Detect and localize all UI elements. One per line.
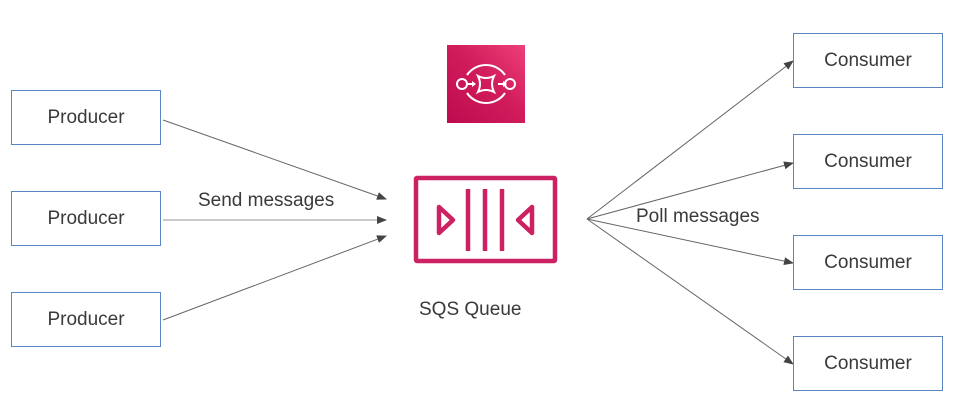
poll-messages-label: Poll messages [636,206,760,227]
consumer-label: Consumer [824,251,912,273]
sqs-queue-icon [413,175,558,265]
producer-box: Producer [11,292,161,347]
producer-label: Producer [47,207,125,229]
arrow-queue-to-consumer-3 [586,218,794,266]
arrow-queue-to-consumer-2 [586,161,794,220]
producer-box: Producer [11,191,161,246]
consumer-box: Consumer [793,336,943,391]
consumer-box: Consumer [793,33,943,88]
consumer-label: Consumer [824,150,912,172]
consumer-box: Consumer [793,134,943,189]
consumer-box: Consumer [793,235,943,290]
producer-label: Producer [47,106,125,128]
send-messages-label: Send messages [198,190,335,211]
amazon-sqs-service-icon [447,45,525,123]
consumer-label: Consumer [824,49,912,71]
arrow-queue-to-consumer-4 [586,218,794,365]
arrow-queue-to-consumer-1 [586,60,794,220]
arrow-producer-1-to-queue [162,119,387,200]
queue-label: SQS Queue [419,299,522,320]
producer-box: Producer [11,90,161,145]
arrow-producer-3-to-queue [162,235,387,321]
consumer-label: Consumer [824,352,912,374]
producer-label: Producer [47,308,125,330]
